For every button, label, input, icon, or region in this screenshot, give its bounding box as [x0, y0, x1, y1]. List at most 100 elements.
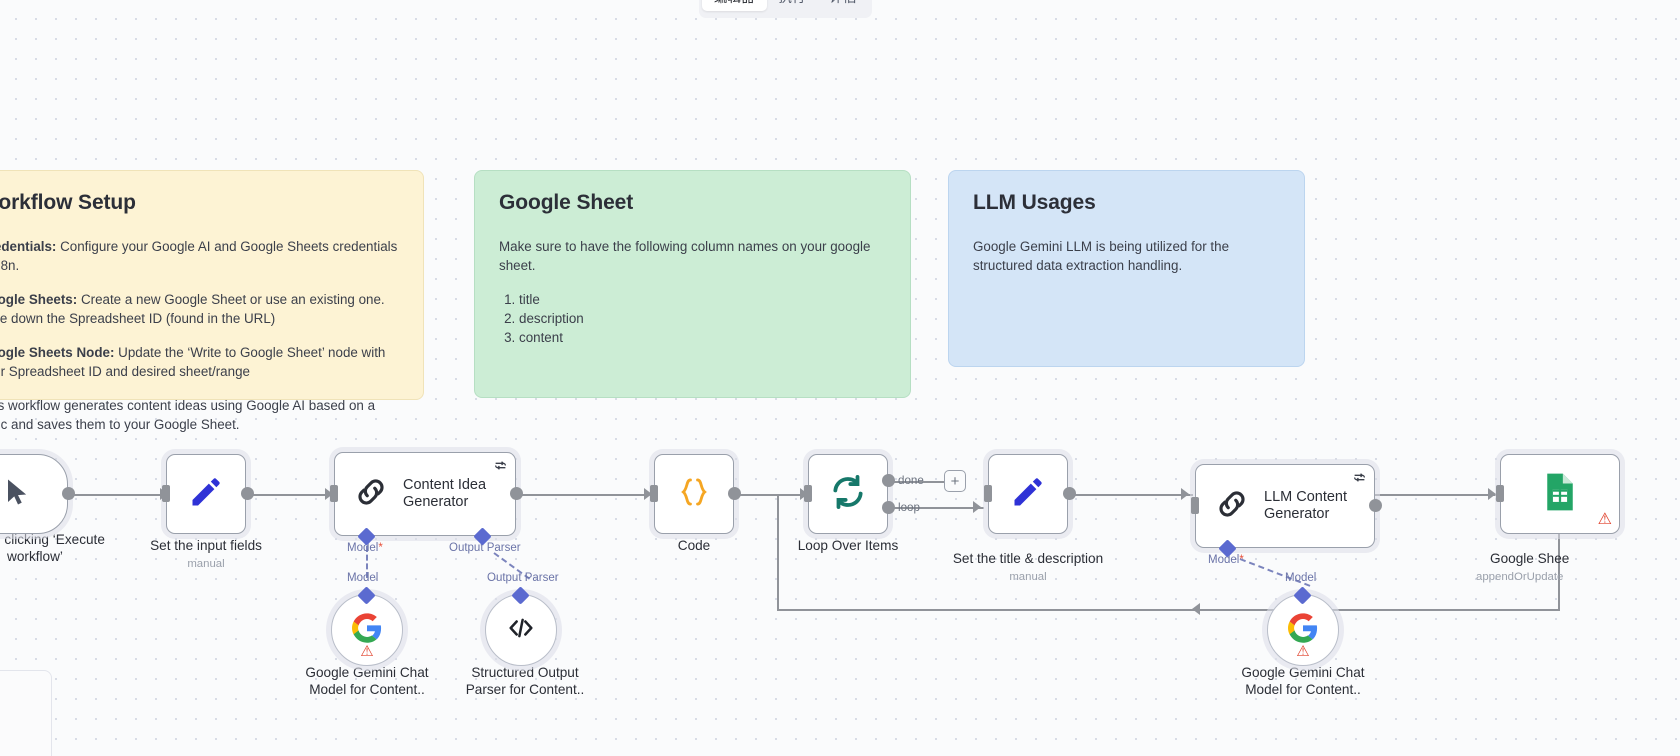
node-google-sheets[interactable]: ⚠	[1500, 454, 1620, 534]
port-label-done: done	[898, 474, 924, 487]
connector-loop-done-to-add	[890, 481, 944, 483]
connector-arrow	[325, 488, 333, 500]
bottom-left-panel[interactable]	[0, 670, 52, 756]
node-title-llm-content-generator: LLM Content Generator	[1264, 488, 1348, 522]
connector-arrow	[1192, 603, 1200, 615]
subnode-google-gemini-chat-model-right[interactable]: ⚠	[1267, 594, 1339, 666]
input-port[interactable]	[162, 485, 170, 502]
port-label-output-parser: Output Parser	[449, 542, 521, 554]
sticky-note-google-sheet[interactable]: Google Sheet Make sure to have the follo…	[474, 170, 911, 398]
list-item: description	[519, 309, 886, 328]
output-port[interactable]	[1369, 499, 1382, 512]
port-label-model: Model*	[1208, 554, 1244, 566]
chain-link-icon	[353, 474, 389, 515]
sticky-body: Make sure to have the following column n…	[499, 239, 871, 274]
node-code[interactable]	[654, 454, 734, 534]
subnode-structured-output-parser[interactable]	[485, 594, 557, 666]
connector-set-input-to-content-idea	[247, 494, 337, 496]
connector-feedback-vertical	[777, 494, 779, 610]
connector-code-to-loop	[734, 494, 812, 496]
connector-loop-to-set-title	[890, 507, 984, 509]
connector-feedback-horizontal	[777, 609, 1560, 611]
input-port[interactable]	[650, 485, 658, 502]
port-label-model-sub-right: Model	[1285, 572, 1317, 584]
sticky-column-list: title description content	[519, 290, 886, 347]
connector-arrow	[1181, 488, 1189, 500]
sticky-line: Credentials: Configure your Google AI an…	[0, 239, 398, 274]
node-llm-content-generator[interactable]: LLM Content Generator	[1195, 464, 1375, 548]
node-label-code: Code	[677, 538, 711, 553]
sticky-title: Workflow Setup	[0, 191, 136, 214]
cursor-icon	[3, 475, 33, 514]
node-title-content-idea-generator: Content Idea Generator	[403, 476, 487, 510]
input-port[interactable]	[1496, 485, 1504, 502]
retry-icon	[494, 459, 507, 474]
dashed-connector-model	[366, 546, 368, 578]
sticky-line: Google Sheets: Create a new Google Sheet…	[0, 291, 385, 327]
output-port-loop[interactable]	[882, 501, 895, 514]
node-label-trigger: When clicking ‘Execute workflow’	[0, 532, 105, 564]
input-port[interactable]	[804, 485, 812, 502]
list-item: title	[519, 290, 886, 309]
warning-icon: ⚠	[1597, 511, 1612, 528]
port-label-model-sub: Model	[347, 572, 379, 584]
sticky-line: This workflow generates content ideas us…	[0, 397, 376, 433]
node-sublabel-set-the-input-fields: manual	[187, 558, 225, 570]
node-label-google-sheets: Google Shee	[1490, 551, 1570, 566]
node-sublabel-set-the-title-and-description: manual	[1009, 571, 1047, 583]
sticky-note-workflow-setup[interactable]: Workflow Setup Credentials: Configure yo…	[0, 170, 424, 432]
connector-arrow	[644, 488, 652, 500]
subnode-label-structured-output-parser: Structured Output Parser for Content..	[465, 665, 585, 697]
node-sublabel-google-sheets: appendOrUpdate	[1476, 571, 1564, 583]
node-loop-over-items[interactable]	[808, 454, 888, 534]
sticky-note-llm-usages[interactable]: LLM Usages Google Gemini LLM is being ut…	[948, 170, 1305, 367]
node-label-loop-over-items: Loop Over Items	[797, 538, 899, 553]
input-port[interactable]	[1191, 497, 1199, 514]
connector-feedback-return	[1558, 494, 1560, 610]
connector-arrow	[1488, 488, 1496, 500]
sticky-title: Google Sheet	[499, 191, 634, 214]
input-port[interactable]	[330, 485, 338, 502]
connector-trigger-to-set-input	[68, 494, 173, 496]
node-label-set-the-title-and-description: Set the title & description	[952, 551, 1104, 566]
output-port[interactable]	[1063, 487, 1076, 500]
output-port-done[interactable]	[882, 474, 895, 487]
list-item: content	[519, 328, 886, 347]
port-label-loop: loop	[898, 501, 920, 514]
output-port[interactable]	[241, 487, 254, 500]
subnode-label-gemini-left: Google Gemini Chat Model for Content..	[305, 665, 429, 697]
port-label-output-parser-sub: Output Parser	[487, 572, 559, 584]
tab-executions[interactable]: 执行	[767, 0, 818, 11]
subnode-label-gemini-right: Google Gemini Chat Model for Content..	[1241, 665, 1365, 697]
sticky-line: Google Sheets Node: Update the ‘Write to…	[0, 344, 386, 380]
warning-icon: ⚠	[1296, 643, 1310, 660]
code-brackets-icon	[505, 615, 537, 646]
output-port[interactable]	[728, 487, 741, 500]
output-port[interactable]	[510, 487, 523, 500]
tab-editor[interactable]: 编辑器	[702, 0, 767, 11]
output-port[interactable]	[62, 487, 75, 500]
sticky-body: Google Gemini LLM is being utilized for …	[973, 239, 1230, 274]
google-g-icon	[352, 612, 382, 648]
node-set-the-title-and-description[interactable]	[988, 454, 1068, 534]
sticky-title: LLM Usages	[973, 191, 1096, 214]
chain-link-icon	[1214, 486, 1250, 527]
tab-evaluations[interactable]: 评估	[818, 0, 869, 11]
pencil-icon	[188, 474, 224, 515]
connector-content-idea-to-code	[516, 494, 656, 496]
connector-set-title-to-llm-content	[1069, 494, 1193, 496]
warning-icon: ⚠	[360, 643, 374, 660]
subnode-google-gemini-chat-model-left[interactable]: ⚠	[331, 594, 403, 666]
google-sheets-icon	[1543, 472, 1577, 517]
google-g-icon	[1288, 612, 1318, 648]
add-node-button[interactable]: +	[944, 470, 966, 492]
connector-llm-content-to-sheets	[1374, 494, 1500, 496]
node-content-idea-generator[interactable]: Content Idea Generator	[334, 452, 516, 536]
node-manual-trigger[interactable]	[0, 454, 68, 534]
node-set-the-input-fields[interactable]	[166, 454, 246, 534]
retry-icon	[1353, 471, 1366, 486]
port-label-model: Model*	[347, 542, 383, 554]
connector-arrow	[973, 501, 981, 513]
input-port[interactable]	[984, 485, 992, 502]
curly-braces-icon	[677, 474, 711, 515]
